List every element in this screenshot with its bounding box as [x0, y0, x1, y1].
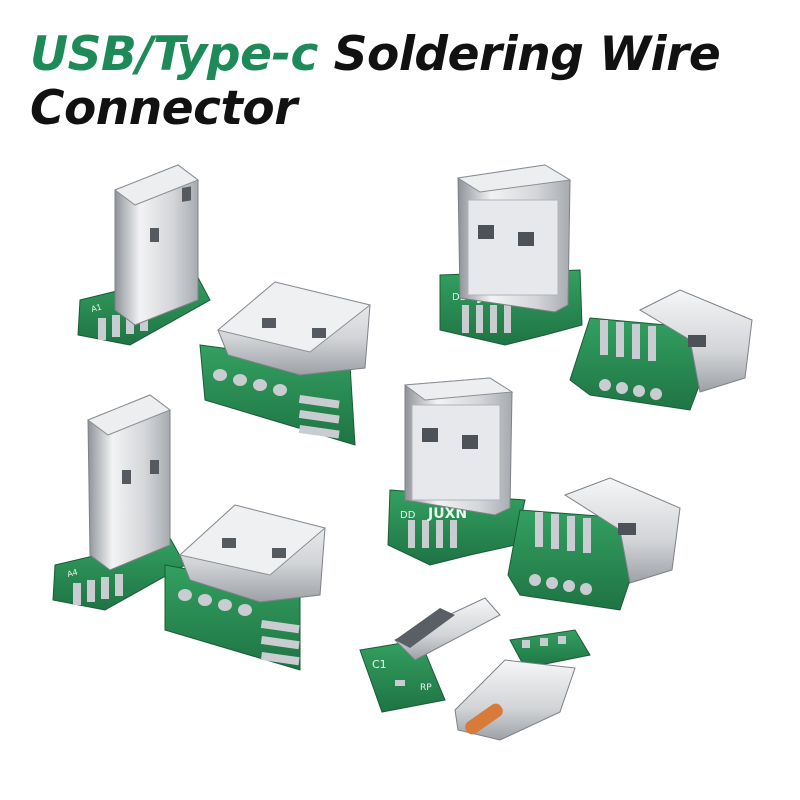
usb-hole	[150, 228, 159, 242]
usb-a-angled-1	[569, 289, 753, 411]
usb-a-vertical-2: A4	[52, 394, 186, 611]
type-c-pcb-2	[454, 629, 591, 741]
rp-mark: RP	[420, 683, 432, 693]
pin-label: A1	[90, 303, 103, 314]
usb-a-vertical-juxn-2: JUXN DD	[387, 377, 526, 566]
usb-a-horizontal-2	[164, 504, 327, 671]
title-line1: Soldering Wire	[317, 27, 721, 82]
usb-a-vertical-1: A1	[77, 164, 211, 346]
usb-hole	[478, 225, 494, 239]
brand-mark: JUXN	[427, 506, 467, 522]
usb-a-horizontal-1	[199, 281, 372, 446]
title-line2: Connector	[30, 81, 297, 136]
title-accent: USB/Type-c	[30, 27, 318, 82]
usb-a-vertical-juxn-1: JUXN DD	[439, 164, 583, 346]
usb-a-angled-2	[507, 477, 681, 611]
pin-label: A4	[66, 568, 79, 579]
product-title: USB/Type-c Soldering Wire Connector	[30, 27, 721, 136]
cc-mark: C1	[372, 658, 387, 671]
type-c-pcb-1: C1 RP	[359, 597, 501, 713]
dd-mark: DD	[400, 510, 416, 521]
